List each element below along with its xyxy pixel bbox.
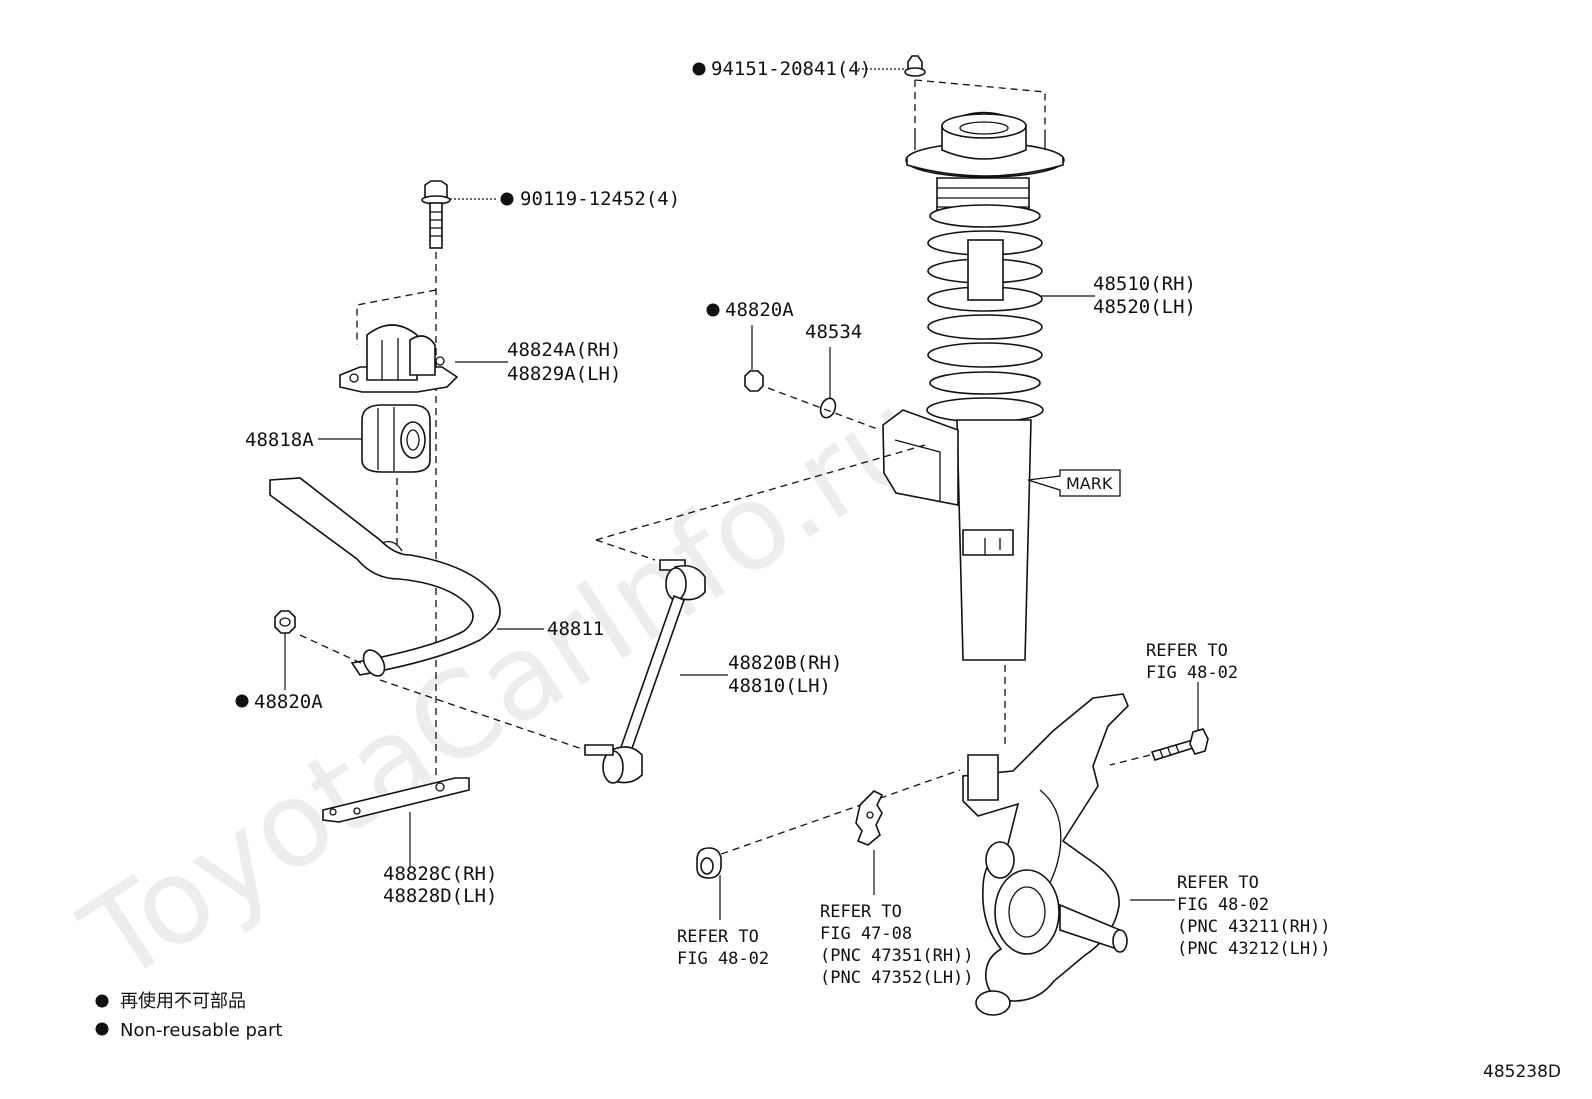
label-48811: 48811 (547, 618, 604, 640)
non-reusable-marker-icon (500, 192, 514, 206)
knuckle-ref-line-2: FIG 48-02 (1177, 895, 1269, 915)
knuckle-ref-line-1: REFER TO (1177, 873, 1259, 893)
non-reusable-marker-icon (95, 1022, 109, 1036)
bolt-ref-line-2: FIG 48-02 (1146, 663, 1238, 683)
label-90119-12452: 90119-12452(4) (520, 188, 680, 210)
label-48824A: 48824A(RH) (507, 339, 621, 361)
label-48828C: 48828C(RH) (383, 863, 497, 885)
label-48534: 48534 (805, 321, 862, 343)
label-48510: 48510(RH) (1093, 273, 1196, 295)
label-48820B: 48820B(RH) (728, 652, 842, 674)
stabilizer-plate-part (322, 777, 470, 868)
figure-id: 485238D (1483, 1062, 1561, 1082)
washer-part: 48534 (805, 321, 862, 419)
grommet-part (696, 847, 722, 920)
non-reusable-marker-icon (95, 994, 109, 1008)
bracket-ref-line-1: REFER TO (820, 902, 902, 922)
label-48829A: 48829A(LH) (507, 363, 621, 385)
label-48820A-mid: 48820A (725, 299, 794, 321)
label-48520: 48520(LH) (1093, 296, 1196, 318)
mark-label: MARK (1066, 474, 1113, 493)
bracket-bolt-part: 90119-12452(4) (421, 180, 680, 249)
top-nut-part: 94151-20841(4) (692, 55, 926, 80)
strut-assembly-part: MARK (882, 111, 1121, 661)
stabilizer-bushing-part (361, 404, 431, 473)
label-94151-20841: 94151-20841(4) (711, 58, 871, 80)
bracket-ref-line-2: FIG 47-08 (820, 924, 912, 944)
label-48818A: 48818A (245, 429, 314, 451)
legend-english: Non-reusable part (120, 1020, 282, 1041)
knuckle-ref-line-4: (PNC 43212(LH)) (1177, 939, 1331, 959)
stabilizer-link-part (584, 559, 706, 784)
non-reusable-marker-icon (706, 303, 720, 317)
stabilizer-bracket-part (339, 324, 459, 393)
steering-knuckle-part (962, 693, 1129, 1016)
knuckle-ref-line-3: (PNC 43211(RH)) (1177, 917, 1331, 937)
knuckle-bolt-part (1150, 682, 1209, 761)
legend: 再使用不可部品 Non-reusable part (95, 991, 282, 1041)
stabilizer-bar-part (269, 477, 501, 677)
bracket-ref-line-4: (PNC 47352(LH)) (820, 968, 974, 988)
bracket-ref-line-3: (PNC 47351(RH)) (820, 946, 974, 966)
hose-bracket-part (855, 790, 884, 895)
label-48810: 48810(LH) (728, 675, 831, 697)
grommet-ref-line-2: FIG 48-02 (677, 949, 769, 969)
label-48828D: 48828D(LH) (383, 885, 497, 907)
label-48820A-left: 48820A (254, 691, 323, 713)
link-nut-left-part: 48820A (235, 610, 323, 713)
link-nut-mid-part: 48820A (706, 299, 794, 392)
bolt-ref-line-1: REFER TO (1146, 641, 1228, 661)
grommet-ref-line-1: REFER TO (677, 927, 759, 947)
legend-japanese: 再使用不可部品 (120, 991, 246, 1012)
non-reusable-marker-icon (692, 62, 706, 76)
non-reusable-marker-icon (235, 694, 249, 708)
